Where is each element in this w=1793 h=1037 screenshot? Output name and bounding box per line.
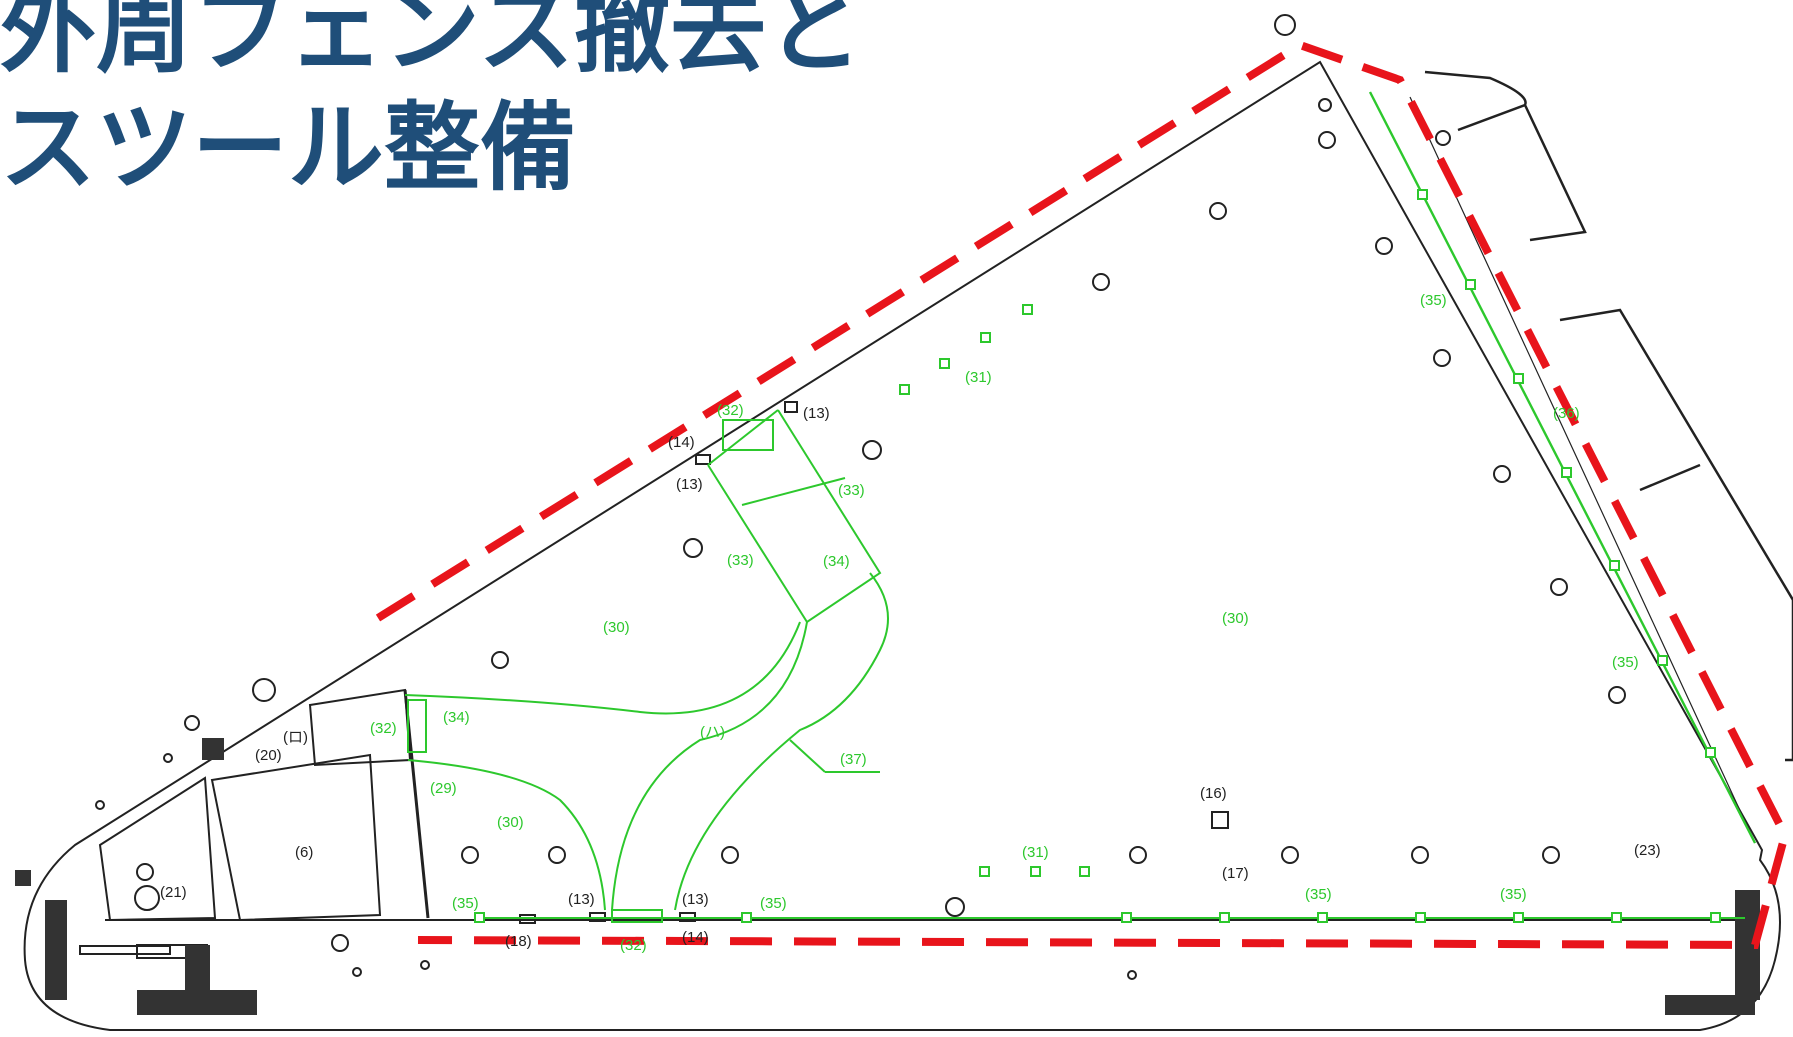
fence-removal-outline (375, 40, 1790, 950)
label-13: (13) (676, 476, 703, 493)
label-35: (35) (1305, 886, 1332, 903)
label-35: (35) (760, 895, 787, 912)
label-33: (33) (727, 552, 754, 569)
title-line-2: スツール整備 (0, 92, 576, 204)
label-30: (30) (603, 619, 630, 636)
green-paths (404, 91, 1757, 923)
label-32: (32) (717, 402, 744, 419)
title-line-1: 外周フェンス撤去と (0, 0, 863, 86)
label-18: (18) (505, 933, 532, 950)
label-14: (14) (682, 929, 709, 946)
label-13: (13) (568, 891, 595, 908)
label-32: (32) (370, 720, 397, 737)
label-13: (13) (682, 891, 709, 908)
label-ha: (ハ) (700, 724, 725, 741)
label-33: (33) (838, 482, 865, 499)
site-boundary (23, 60, 1781, 1031)
label-30: (30) (497, 814, 524, 831)
label-34: (34) (823, 553, 850, 570)
stool-blocks (15, 738, 1760, 1015)
label-30: (30) (1222, 610, 1249, 627)
green-markers (474, 189, 1721, 923)
label-ro: (ロ) (283, 729, 308, 746)
label-17: (17) (1222, 865, 1249, 882)
label-35: (35) (452, 895, 479, 912)
label-35: (35) (1612, 654, 1639, 671)
label-35: (35) (1420, 292, 1447, 309)
label-35: (35) (1500, 886, 1527, 903)
label-31: (31) (1022, 844, 1049, 861)
label-32: (32) (620, 937, 647, 954)
label-20: (20) (255, 747, 282, 764)
label-16: (16) (1200, 785, 1227, 802)
plan-labels: (13) (14) (13) (32) (31) (33) (33) (34) … (160, 292, 1661, 954)
label-6: (6) (295, 844, 313, 861)
label-37: (37) (840, 751, 867, 768)
label-13: (13) (803, 405, 830, 422)
light-fixtures (136, 131, 1626, 917)
label-14: (14) (668, 434, 695, 451)
label-34: (34) (443, 709, 470, 726)
label-23: (23) (1634, 842, 1661, 859)
adjacent-structures (1424, 70, 1793, 762)
label-36: (36) (1553, 405, 1580, 422)
label-29: (29) (430, 780, 457, 797)
label-21: (21) (160, 884, 187, 901)
label-31: (31) (965, 369, 992, 386)
left-structures (79, 14, 1451, 980)
